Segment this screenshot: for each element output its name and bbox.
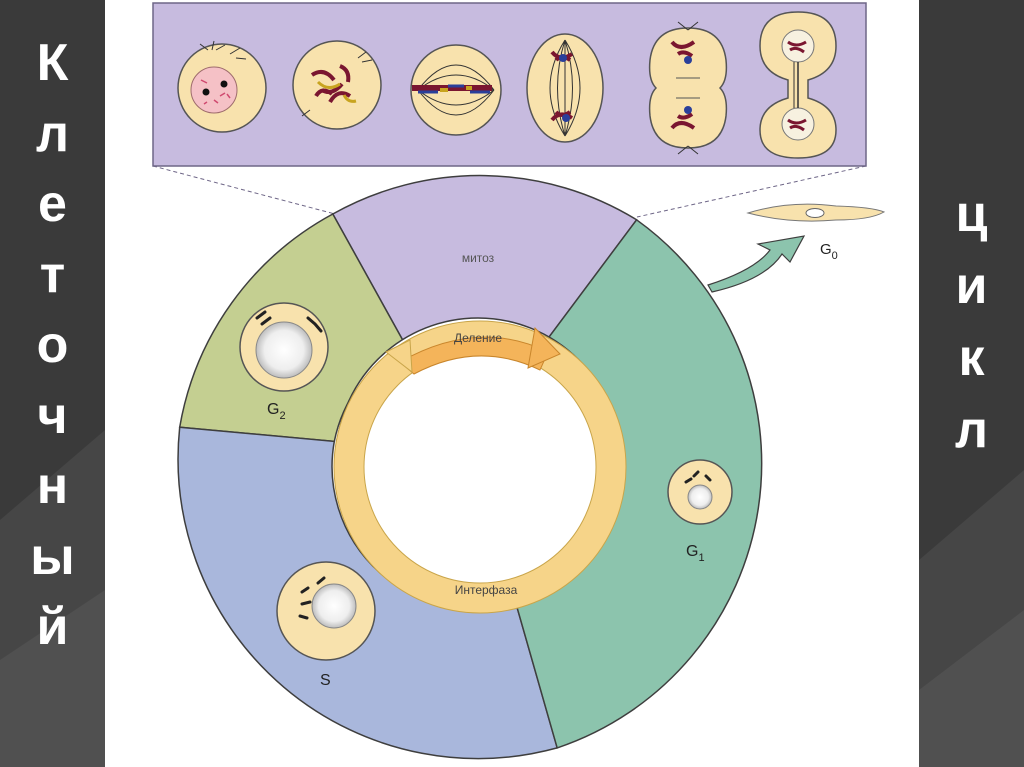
g2-label: G2 — [267, 401, 286, 422]
telophase-cell — [648, 21, 728, 155]
title-letter: н — [36, 457, 69, 515]
anaphase-cell — [526, 33, 604, 143]
title-letter: т — [39, 245, 66, 304]
title-letter: ч — [37, 386, 68, 445]
division-label: Деление — [454, 331, 502, 345]
title-letter: ы — [30, 527, 75, 586]
prometaphase-cell — [292, 40, 382, 130]
title-letter: к — [958, 329, 985, 387]
cell-cycle-diagram: G0 митоз Деление Интерфаза G2 G1 S — [152, 2, 886, 760]
title-vertical-right: ц и к л — [919, 178, 1024, 466]
title-letter: л — [954, 401, 989, 459]
title-letter: К — [36, 34, 69, 92]
s-cell — [276, 561, 376, 661]
g0-arrow-icon — [707, 235, 806, 293]
title-letter: е — [38, 175, 67, 233]
g1-cell — [667, 459, 733, 525]
g1-label: G1 — [686, 543, 705, 564]
title-letter: л — [35, 104, 70, 163]
title-vertical-left: К л е т о ч н ы й — [0, 28, 105, 663]
metaphase-cell — [410, 44, 502, 136]
title-letter: ц — [955, 185, 988, 243]
inner-cycle-arrow — [333, 320, 627, 614]
g0-label: G0 — [820, 241, 838, 262]
title-letter: о — [36, 316, 69, 374]
mitosis-stages-panel — [152, 2, 867, 218]
arrow-head-icon — [527, 326, 561, 369]
sidebar-decoration — [0, 430, 105, 767]
mitosis-label: митоз — [462, 251, 495, 265]
g2-cell — [239, 302, 329, 392]
cytokinesis-cell — [759, 11, 837, 159]
title-letter: и — [955, 257, 988, 315]
interphase-label: Интерфаза — [455, 583, 518, 597]
g0-exit: G0 — [707, 203, 886, 293]
right-sidebar: ц и к л — [919, 0, 1024, 767]
left-sidebar: К л е т о ч н ы й — [0, 0, 105, 767]
arrow-head-icon — [385, 339, 413, 374]
title-letter: й — [36, 598, 69, 656]
prophase-cell — [177, 40, 267, 133]
sidebar-decoration — [919, 470, 1024, 767]
s-label: S — [320, 672, 331, 689]
